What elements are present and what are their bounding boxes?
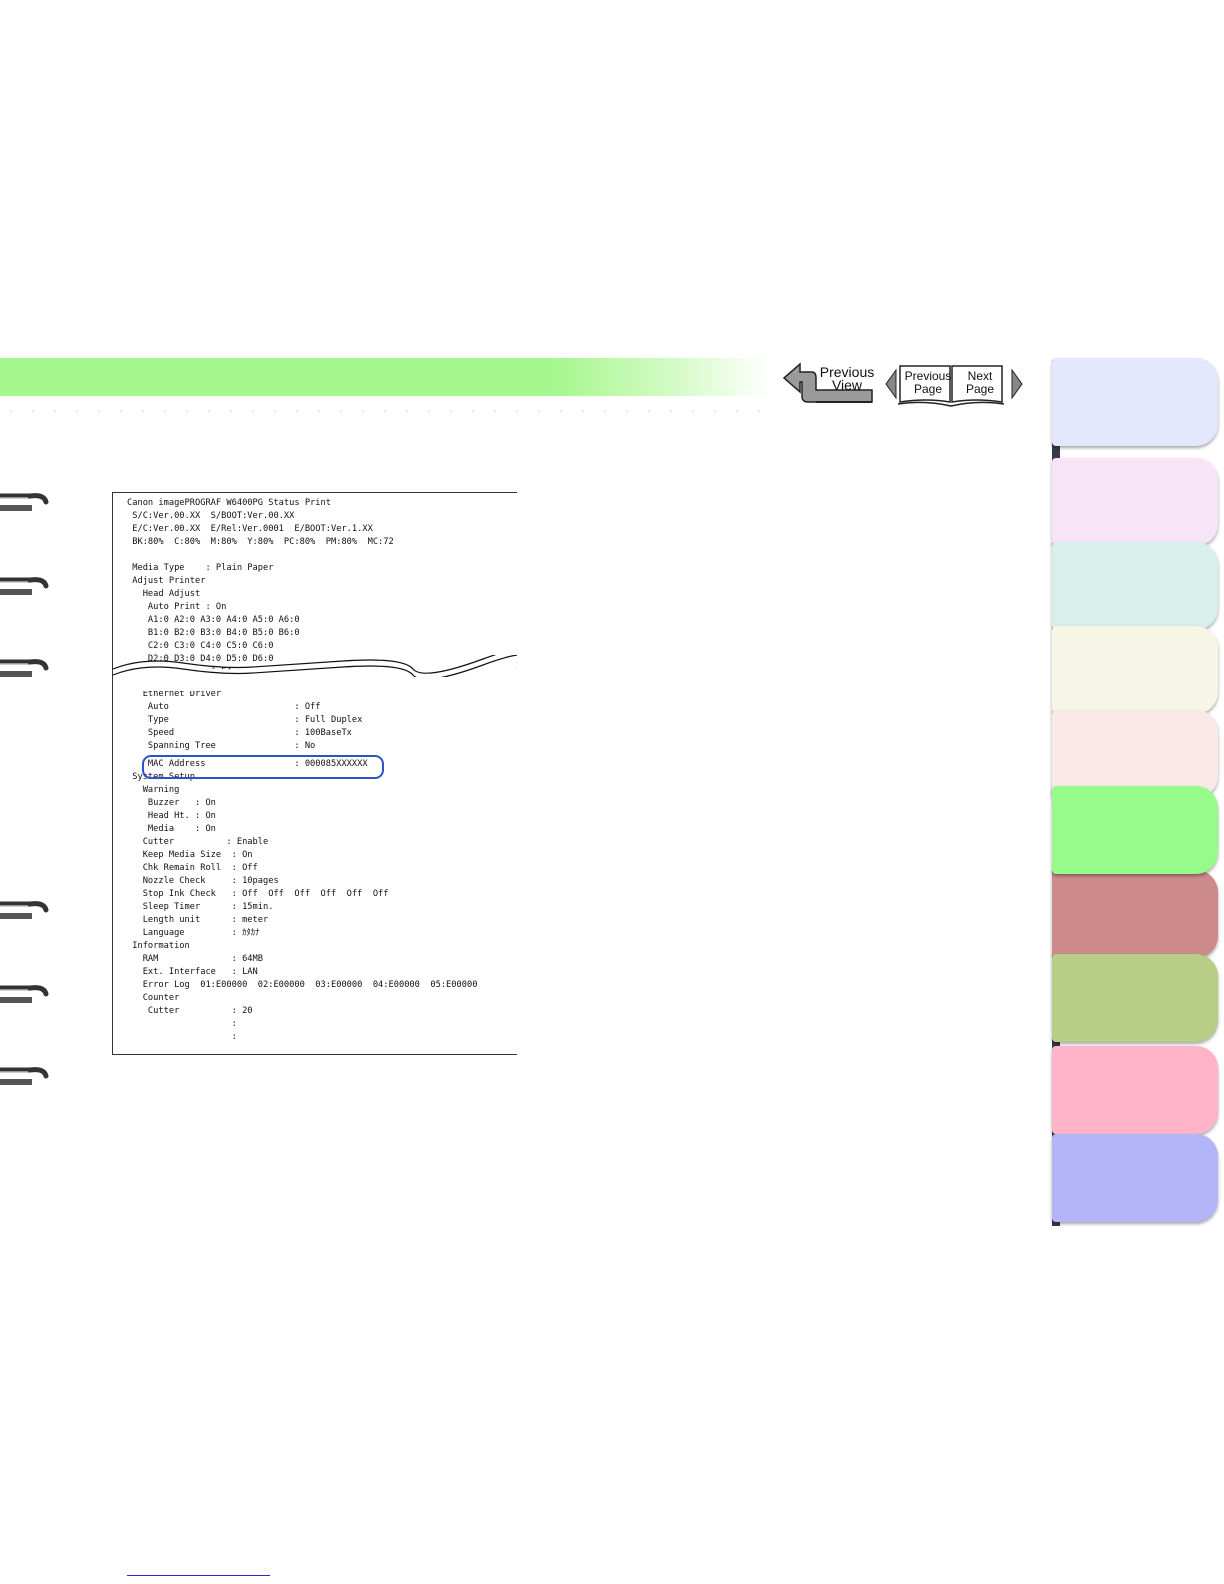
- page-navigation: Previous Page Next Page: [884, 362, 1024, 410]
- print-line: Media Type : Plain Paper: [127, 563, 274, 573]
- print-line: Keep Media Size : On: [127, 850, 253, 860]
- print-line: Counter: [127, 993, 180, 1003]
- chapter-tab-4[interactable]: [1052, 626, 1218, 714]
- print-line: Spanning Tree : No: [127, 741, 316, 751]
- print-line: S/C:Ver.00.XX S/BOOT:Ver.00.XX: [127, 511, 295, 521]
- print-line: Warning: [127, 785, 180, 795]
- print-line: Adjust Printer: [127, 576, 206, 586]
- print-line: Language : ｶﾀｶﾅ: [127, 928, 260, 938]
- previous-page-button[interactable]: Previous Page: [904, 369, 952, 396]
- torn-paper-break: [113, 655, 517, 691]
- chapter-tab-9[interactable]: [1052, 1046, 1218, 1134]
- print-line: Cutter : Enable: [127, 837, 269, 847]
- binder-ring-icon: [0, 484, 52, 518]
- print-line: A1:0 A2:0 A3:0 A4:0 A5:0 A6:0: [127, 615, 300, 625]
- print-line: Nozzle Check : 10pages: [127, 876, 279, 886]
- binder-ring-icon: [0, 892, 52, 926]
- binder-ring-icon: [0, 1058, 52, 1092]
- mac-address-highlight: [142, 755, 384, 779]
- header-band: [0, 358, 770, 396]
- print-line: BK:80% C:80% M:80% Y:80% PC:80% PM:80% M…: [127, 537, 394, 547]
- print-line: Head Adjust: [127, 589, 201, 599]
- print-line: Ethernet Driver: [127, 689, 222, 699]
- binder-ring-icon: [0, 568, 52, 602]
- print-line: Length unit : meter: [127, 915, 269, 925]
- back-arrow-icon: [782, 362, 873, 403]
- print-line: Information: [127, 941, 190, 951]
- print-line: Sleep Timer : 15min.: [127, 902, 274, 912]
- print-line: Auto : Off: [127, 702, 321, 712]
- book-icon: [885, 365, 1023, 407]
- print-line: B1:0 B2:0 B3:0 B4:0 B5:0 B6:0: [127, 628, 300, 638]
- chapter-tab-2[interactable]: [1052, 458, 1218, 546]
- print-line: :: [127, 1019, 237, 1029]
- next-page-button[interactable]: Next Page: [965, 369, 995, 396]
- chapter-tabs: [1052, 358, 1224, 1226]
- print-line: Chk Remain Roll : Off: [127, 863, 258, 873]
- status-print-figure: Canon imagePROGRAF W6400PG Status Print …: [112, 492, 517, 1055]
- previous-view-button[interactable]: Previous View: [782, 362, 878, 406]
- previous-view-label-line1: Previous: [819, 364, 875, 380]
- chapter-tab-7[interactable]: [1052, 870, 1218, 958]
- chapter-tab-1[interactable]: [1052, 358, 1218, 446]
- binder-ring-icon: [0, 976, 52, 1010]
- print-line: Error Log 01:E00000 02:E00000 03:E00000 …: [127, 980, 478, 990]
- print-line: C2:0 C3:0 C4:0 C5:0 C6:0: [127, 641, 274, 651]
- header-divider: [0, 410, 770, 412]
- chapter-tab-6[interactable]: [1052, 786, 1218, 874]
- print-line: Cutter : 20: [127, 1006, 253, 1016]
- print-line: Speed : 100BaseTx: [127, 728, 352, 738]
- print-line: Buzzer : On: [127, 798, 216, 808]
- chapter-tab-10[interactable]: [1052, 1134, 1218, 1222]
- print-line: Type : Full Duplex: [127, 715, 363, 725]
- print-line: Ext. Interface : LAN: [127, 967, 258, 977]
- print-line: Stop Ink Check : Off Off Off Off Off Off: [127, 889, 389, 899]
- print-line: D2:0 D3:0 D4:0 D5:0 D6:0: [127, 654, 274, 664]
- chapter-tab-8[interactable]: [1052, 954, 1218, 1042]
- print-line: Auto Print : On: [127, 602, 227, 612]
- mac-address-line: MAC Address : 000085XXXXXX: [127, 759, 368, 769]
- chapter-tab-5[interactable]: [1052, 710, 1218, 798]
- chapter-tab-3[interactable]: [1052, 542, 1218, 630]
- binder-ring-icon: [0, 650, 52, 684]
- print-line: E/C:Ver.00.XX E/Rel:Ver.0001 E/BOOT:Ver.…: [127, 524, 373, 534]
- print-line: Head Ht. : On: [127, 811, 216, 821]
- print-line: RAM : 64MB: [127, 954, 263, 964]
- previous-view-label-line2: View: [831, 377, 863, 393]
- print-line: Media : On: [127, 824, 216, 834]
- print-line: :: [127, 1032, 237, 1042]
- footer-link-underline[interactable]: [127, 1575, 270, 1576]
- print-line: Canon imagePROGRAF W6400PG Status Print: [127, 498, 331, 508]
